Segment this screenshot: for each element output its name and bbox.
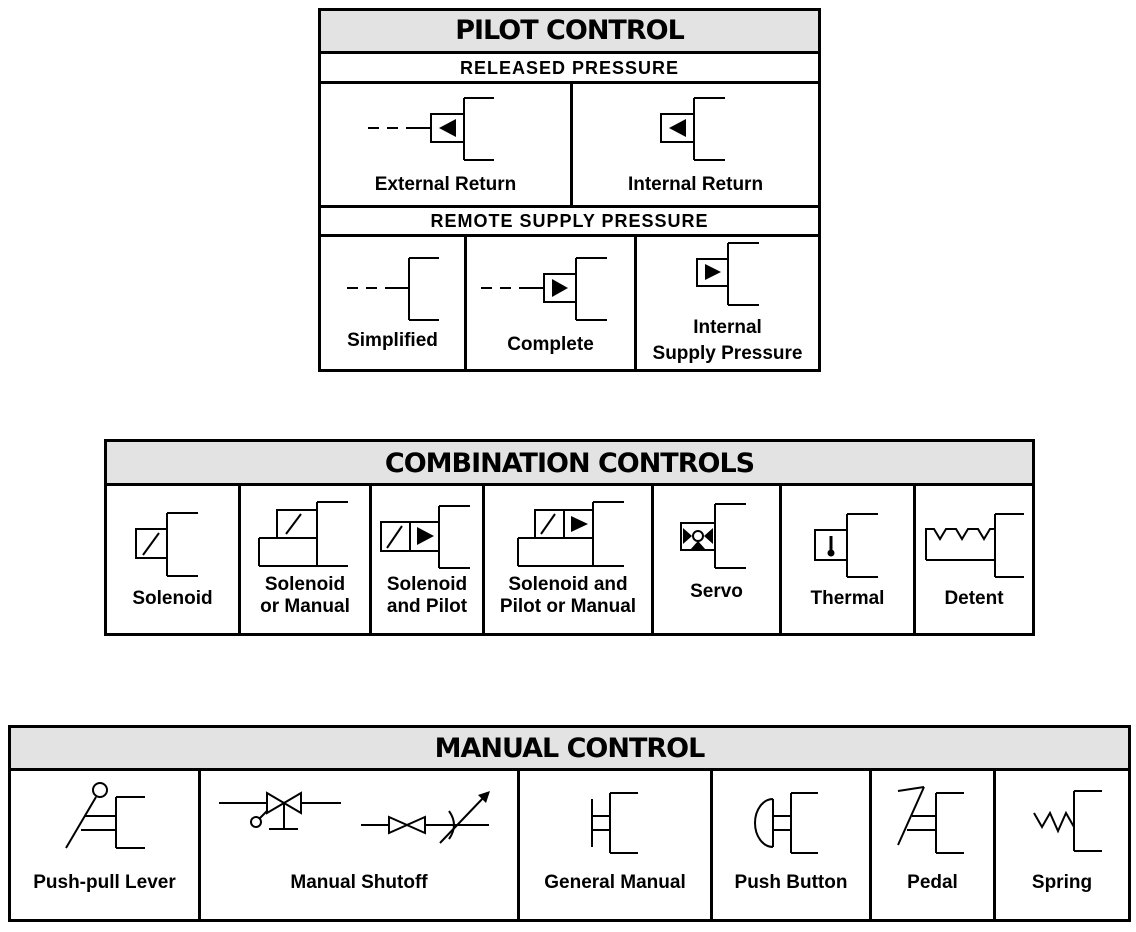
internal-supply-pressure-icon xyxy=(696,242,759,306)
released-pressure-heading: RELEASED PRESSURE xyxy=(321,54,818,84)
released-pressure-heading-text: RELEASED PRESSURE xyxy=(459,58,680,78)
simplified-icon xyxy=(347,257,439,321)
solenoid-pilot-manual-cell: Solenoid and Pilot or Manual xyxy=(482,486,651,633)
solenoid-and-pilot-icon xyxy=(380,505,470,569)
solenoid-cell: Solenoid xyxy=(107,486,238,633)
solenoid-and-pilot-label-line1: Solenoid xyxy=(386,574,468,595)
internal-return-cell: Internal Return xyxy=(570,84,818,208)
solenoid-or-manual-cell: Solenoid or Manual xyxy=(238,486,369,633)
simplified-cell: Simplified xyxy=(321,237,464,369)
pedal-cell: Pedal xyxy=(869,771,993,919)
push-pull-lever-icon xyxy=(65,782,145,849)
combination-controls-title: COMBINATION CONTROLS xyxy=(107,442,1032,486)
solenoid-icon xyxy=(135,512,198,577)
internal-supply-pressure-cell: Internal Supply Pressure xyxy=(634,237,818,369)
push-button-cell: Push Button xyxy=(710,771,869,919)
complete-cell: Complete xyxy=(464,237,634,369)
spring-icon xyxy=(1033,790,1102,852)
servo-icon xyxy=(680,503,746,569)
solenoid-or-manual-label-line1: Solenoid xyxy=(264,574,346,595)
pedal-icon xyxy=(897,786,964,854)
solenoid-pilot-manual-icon xyxy=(517,501,624,567)
pedal-label: Pedal xyxy=(907,872,958,893)
complete-label: Complete xyxy=(507,334,594,355)
combination-controls-title-text: COMBINATION CONTROLS xyxy=(384,448,755,479)
thermal-cell: Thermal xyxy=(779,486,913,633)
solenoid-label: Solenoid xyxy=(132,588,213,609)
solenoid-pilot-manual-label-line2: Pilot or Manual xyxy=(499,596,637,617)
internal-return-label: Internal Return xyxy=(627,174,764,195)
push-button-icon xyxy=(754,792,818,854)
manual-control-title-text: MANUAL CONTROL xyxy=(434,733,706,764)
internal-supply-label-line1: Internal xyxy=(693,317,762,338)
servo-label: Servo xyxy=(690,581,743,602)
thermal-label: Thermal xyxy=(810,588,885,609)
manual-shutoff-icon xyxy=(219,791,490,844)
manual-control-title: MANUAL CONTROL xyxy=(11,728,1128,771)
simplified-label: Simplified xyxy=(347,330,438,351)
detent-label: Detent xyxy=(944,588,1004,609)
spring-cell: Spring xyxy=(993,771,1128,919)
detent-icon xyxy=(925,513,1024,578)
solenoid-and-pilot-cell: Solenoid and Pilot xyxy=(369,486,482,633)
thermal-icon xyxy=(814,513,878,578)
general-manual-icon xyxy=(591,792,638,854)
push-button-label: Push Button xyxy=(734,872,848,893)
solenoid-pilot-manual-label-line1: Solenoid and xyxy=(508,574,628,595)
manual-control-table: MANUAL CONTROL Push-pull Lever xyxy=(8,725,1131,922)
pilot-control-title-text: PILOT CONTROL xyxy=(455,15,685,46)
general-manual-cell: General Manual xyxy=(517,771,710,919)
manual-shutoff-label: Manual Shutoff xyxy=(290,872,428,893)
servo-cell: Servo xyxy=(651,486,779,633)
external-return-cell: External Return xyxy=(321,84,570,208)
internal-supply-label-line2: Supply Pressure xyxy=(652,343,803,364)
complete-icon xyxy=(481,257,607,321)
solenoid-or-manual-icon xyxy=(258,501,348,567)
external-return-icon xyxy=(368,97,494,161)
remote-supply-pressure-heading-text: REMOTE SUPPLY PRESSURE xyxy=(430,211,709,231)
internal-return-icon xyxy=(660,97,725,161)
manual-shutoff-cell: Manual Shutoff xyxy=(198,771,517,919)
solenoid-and-pilot-label-line2: and Pilot xyxy=(386,596,468,617)
push-pull-lever-cell: Push-pull Lever xyxy=(11,771,198,919)
external-return-label: External Return xyxy=(374,174,517,195)
combination-controls-table: COMBINATION CONTROLS Solenoid xyxy=(104,439,1035,636)
pilot-control-title: PILOT CONTROL xyxy=(321,11,818,54)
push-pull-lever-label: Push-pull Lever xyxy=(33,872,176,893)
detent-cell: Detent xyxy=(913,486,1032,633)
general-manual-label: General Manual xyxy=(544,872,686,893)
solenoid-or-manual-label-line2: or Manual xyxy=(260,596,350,617)
spring-label: Spring xyxy=(1031,872,1093,893)
remote-supply-pressure-heading: REMOTE SUPPLY PRESSURE xyxy=(321,208,818,237)
pilot-control-table: PILOT CONTROL RELEASED PRESSURE External… xyxy=(318,8,821,372)
